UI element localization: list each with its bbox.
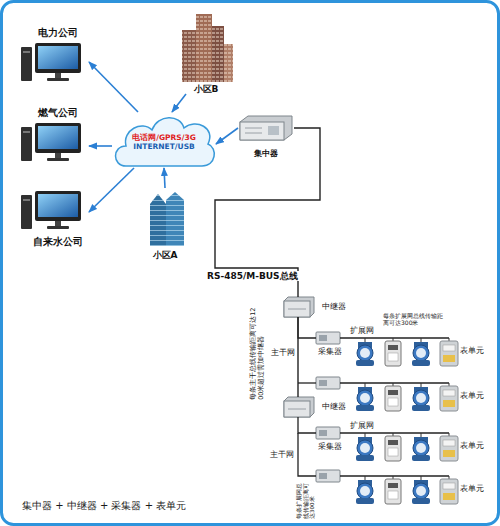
node-text: 电力公司 (38, 28, 78, 39)
collector-box (316, 377, 340, 389)
collector: 采集器 (316, 332, 344, 357)
connector (172, 94, 186, 112)
meter-row (356, 338, 458, 366)
connector (298, 417, 316, 433)
residential-area: 小区A (142, 188, 188, 260)
node-text: 集中器 (254, 149, 278, 158)
meter-row (356, 476, 458, 504)
bus-wire (298, 338, 449, 476)
node-text: 小区A (153, 250, 178, 260)
computer-node: 电力公司 (27, 28, 89, 80)
note-text: 每条主干总线传输距离可达1200米超过需加中继器 (250, 304, 266, 400)
building-cluster (182, 14, 233, 82)
connector (89, 145, 112, 147)
connector (89, 168, 134, 212)
computer-node: 自来水公司 (27, 190, 89, 248)
tower-pair (150, 192, 184, 246)
computer-icon (21, 43, 81, 81)
node-text: 电话网/GPRS/3G (132, 134, 196, 143)
concentrator: 集中器 (238, 112, 294, 158)
computer-icon (21, 123, 81, 161)
collector: 采集器 (316, 427, 344, 452)
summary-text: 集中器 + 中继器 + 采集器 + 表单元 (22, 500, 186, 512)
node-text: 采集器 (318, 443, 342, 452)
residential-area: 小区B (178, 12, 234, 94)
computer-icon (21, 191, 81, 229)
network-cloud: 电话网/GPRS/3GINTERNET/USB (112, 112, 216, 168)
node-text: INTERNET/USB (133, 143, 195, 152)
repeater-box (284, 397, 314, 417)
repeater: 中继器 (284, 397, 346, 417)
concentrator-device (240, 116, 292, 140)
node-text: 燃气公司 (38, 108, 78, 119)
meter-row (356, 383, 458, 411)
meter-row (356, 433, 458, 461)
unit-label: 表单元 (460, 346, 484, 356)
connector (164, 168, 165, 188)
node-text: 小区B (194, 84, 219, 94)
node-text: 中继器 (322, 402, 346, 411)
connector (298, 317, 316, 338)
node-text: 采集器 (318, 348, 342, 357)
note-text: 每条扩展网总线传输距离可达300米 (296, 479, 316, 519)
note-text: 每条扩展网总线传输距离可达300米 (383, 312, 443, 326)
node-text: 自来水公司 (33, 237, 83, 248)
computer-node: 燃气公司 (27, 108, 89, 163)
collector-box (316, 427, 340, 439)
trunk-label: 主干网 (270, 450, 294, 460)
collector-box (316, 332, 340, 344)
collector-box (316, 470, 340, 482)
unit-label: 表单元 (460, 484, 484, 494)
repeater: 中继器 (284, 297, 346, 317)
connector (89, 62, 138, 112)
node-text: 中继器 (322, 302, 346, 311)
bus-label: RS-485/M-BUS总线 (206, 271, 299, 281)
network-label: 扩展网 (350, 326, 374, 335)
connector (216, 128, 238, 144)
trunk-label: 主干网 (270, 348, 296, 357)
unit-label: 表单元 (460, 391, 484, 401)
network-label: 扩展网 (350, 421, 374, 430)
unit-label: 表单元 (460, 441, 484, 451)
repeater-box (284, 297, 314, 317)
